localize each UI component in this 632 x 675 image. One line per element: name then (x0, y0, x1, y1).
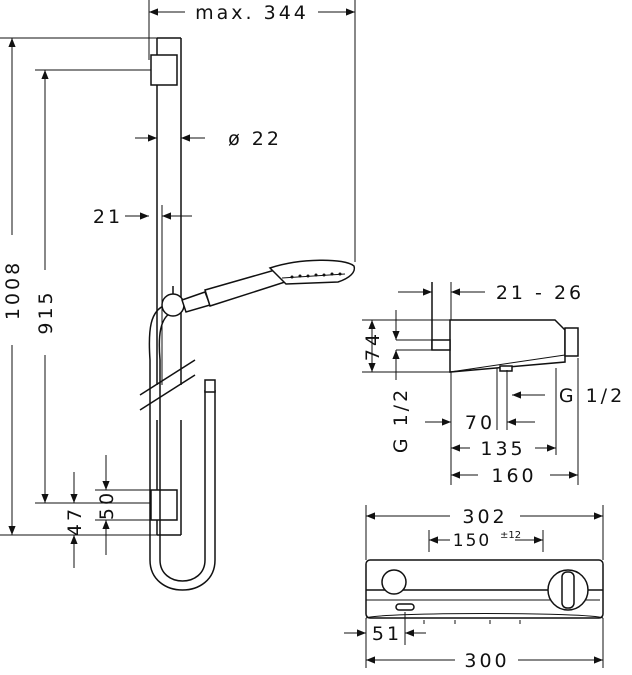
dimension-side-height: 74 (362, 319, 450, 373)
dimension-total-height: 1008 (0, 37, 157, 536)
rail-diameter-label: ø 22 (228, 128, 282, 150)
bottom-wall-bracket (150, 489, 178, 521)
connection-right-label: G 1/2 (559, 385, 625, 407)
flow-control-knob (381, 569, 407, 595)
outlet-depth-label: 135 (480, 438, 525, 460)
connection-spacing-label: 150 (453, 531, 491, 551)
dimension-left-offset: 51 (344, 612, 426, 668)
bracket-height-label: 50 (96, 490, 118, 520)
total-width-label: 302 (462, 506, 507, 528)
dimension-rail-diameter: ø 22 (135, 128, 282, 150)
shower-hose (148, 304, 216, 591)
dimension-outlet-depth: 135 (451, 438, 556, 460)
dimension-connection-spacing: 150 ±12 (428, 530, 544, 552)
dimension-total-depth: 160 (451, 465, 578, 487)
dimension-outlet-distance: 70 (425, 412, 535, 434)
left-offset-label: 51 (372, 623, 402, 645)
connection-right-callout: G 1/2 (512, 385, 625, 407)
depth-range-label: 21 - 26 (496, 282, 584, 304)
shower-set-view: max. 344 ø 22 21 1008 (0, 0, 356, 591)
body-width-label: 300 (464, 650, 509, 672)
top-wall-bracket (150, 54, 178, 86)
temperature-knob (547, 569, 589, 611)
max-reach-label: max. 344 (195, 2, 309, 24)
dimension-body-width: 300 (366, 618, 604, 672)
spacing-tolerance-label: ±12 (500, 530, 521, 541)
total-height-label: 1008 (2, 260, 24, 320)
thermostat-front-view: 302 150 ±12 51 300 (344, 505, 604, 672)
front-outlet (395, 603, 415, 611)
rail-length-label: 915 (35, 289, 57, 334)
dimension-max-reach: max. 344 (148, 0, 356, 262)
bracket-offset-label: 47 (64, 506, 86, 536)
dimension-connection-marks (392, 310, 432, 380)
dimension-wall-offset: 21 (93, 205, 192, 385)
thermostat-body-side (431, 319, 579, 373)
thermostat-body-front (365, 559, 604, 619)
connection-left-label: G 1/2 (390, 387, 412, 453)
outlet-distance-label: 70 (465, 412, 495, 434)
dimension-bracket-offset: 47 (64, 472, 95, 568)
shower-rail (139, 37, 196, 536)
thermostat-side-view: 21 - 26 74 G 1/2 G 1/2 (362, 282, 625, 487)
spray-nozzles (290, 272, 342, 279)
dimension-bracket-height: 50 (95, 455, 151, 555)
dimension-rail-length: 915 (35, 69, 151, 504)
wall-offset-label: 21 (93, 206, 123, 228)
side-height-label: 74 (362, 331, 384, 361)
dimension-depth-range: 21 - 26 (398, 282, 584, 320)
total-depth-label: 160 (491, 465, 536, 487)
hand-shower (181, 259, 356, 313)
dimension-total-width: 302 (365, 505, 604, 560)
